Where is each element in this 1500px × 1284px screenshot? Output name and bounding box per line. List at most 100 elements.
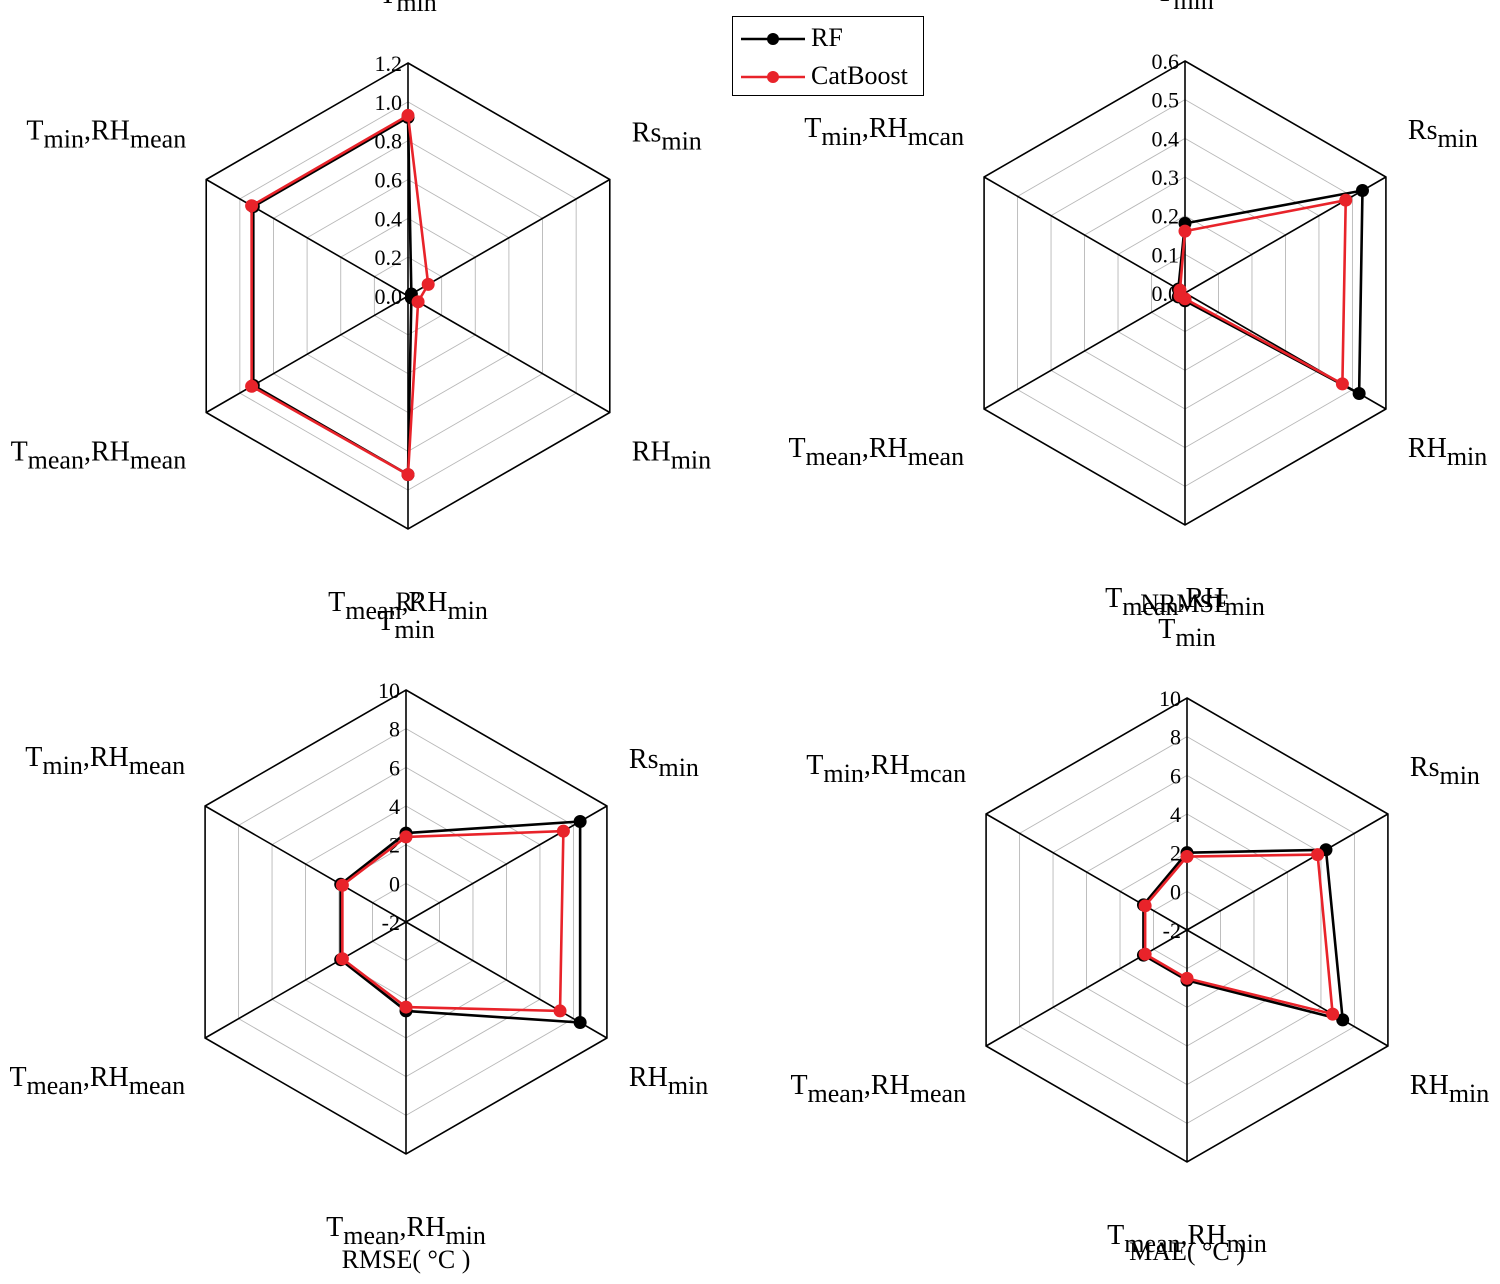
axis-spoke	[205, 178, 409, 297]
data-point-catboost	[421, 277, 435, 291]
data-point-catboost	[401, 468, 415, 482]
chart-title: MAE( °C )	[1129, 1237, 1245, 1266]
data-point-catboost	[1311, 848, 1325, 862]
data-point-rf	[1352, 387, 1366, 401]
data-point-rf	[573, 814, 587, 828]
tick-label: 0.3	[1152, 165, 1180, 190]
legend-marker-rf	[741, 33, 805, 45]
tick-label: 10	[1159, 686, 1181, 711]
tick-label: 0.5	[1152, 88, 1180, 113]
data-point-catboost	[1178, 224, 1192, 238]
axis-label-t-min: Tmin	[377, 606, 435, 644]
axis-label-t-mean-rh-mean: Tmean,RHmean	[788, 433, 964, 471]
radar-panel-2: 0.00.10.20.30.40.50.6TminRsminRHminTmean…	[788, 0, 1487, 621]
tick-label: 0.4	[375, 206, 403, 231]
axis-spoke	[1186, 813, 1389, 931]
axis-label-t-min-rh-mean: Tmin,RHmean	[26, 116, 186, 154]
axis-label-rh-min: RHmin	[629, 1062, 708, 1100]
series-line-rf	[339, 820, 582, 1024]
data-point-catboost	[411, 295, 425, 309]
legend-marker-catboost	[741, 71, 805, 83]
tick-label: 8	[389, 717, 400, 742]
series-line-rf	[1177, 188, 1364, 396]
legend-label-rf: RF	[811, 23, 843, 52]
tick-label: 10	[378, 678, 400, 703]
data-point-rf	[1355, 184, 1369, 198]
radar-panel-4: -20246810TminRsminRHminTmean,RHminTmean,…	[790, 614, 1489, 1266]
data-point-catboost	[1339, 193, 1353, 207]
axis-label-t-mean-rh-mean: Tmean,RHmean	[790, 1070, 966, 1108]
data-point-catboost	[1335, 377, 1349, 391]
axis-label-rs-min: Rsmin	[1408, 115, 1478, 153]
axis-label-rs-min: Rsmin	[1410, 752, 1480, 790]
tick-label: 4	[1170, 802, 1181, 827]
legend-item-rf: RF	[733, 21, 923, 55]
axis-spoke	[985, 929, 1188, 1047]
series-line-catboost	[1178, 198, 1348, 387]
axis-spoke	[405, 805, 608, 923]
axis-spoke	[1184, 176, 1387, 294]
data-point-catboost	[556, 824, 570, 838]
axis-spoke	[407, 295, 611, 414]
axis-label-t-mean-rh-mean: Tmean,RHmean	[9, 1062, 185, 1100]
tick-label: 1.0	[375, 90, 403, 115]
chart-title: R²	[395, 587, 420, 616]
axis-spoke	[983, 292, 1186, 410]
axis-spoke	[1186, 929, 1389, 1047]
data-point-catboost	[401, 108, 415, 122]
tick-label: 0.4	[1152, 126, 1180, 151]
radar-panel-1: 0.00.20.40.60.81.01.2TminRsminRHminTmean…	[11, 0, 712, 625]
data-point-rf	[573, 1016, 587, 1030]
chart-title: RMSE( °C )	[342, 1245, 471, 1274]
axis-spoke	[204, 805, 407, 923]
data-point-catboost	[1173, 283, 1187, 297]
axis-label-rh-min: RHmin	[1410, 1070, 1489, 1108]
axis-spoke	[405, 921, 608, 1039]
axis-label-t-mean-rh-min: Tmean,RHmin	[326, 1212, 486, 1250]
tick-label: 6	[1170, 763, 1181, 788]
chart-title: NRMSE	[1140, 589, 1230, 618]
axis-spoke	[407, 178, 611, 297]
data-point-catboost	[1180, 850, 1194, 864]
data-point-catboost	[1138, 947, 1152, 961]
axis-label-rs-min: Rsmin	[629, 744, 699, 782]
data-point-catboost	[399, 830, 413, 844]
data-point-catboost	[245, 199, 259, 213]
tick-label: 1.2	[375, 51, 403, 76]
axis-label-t-min: Tmin	[1156, 0, 1214, 15]
tick-label: 0.2	[1152, 204, 1180, 229]
axis-spoke	[983, 176, 1186, 294]
axis-label-t-min: Tmin	[1158, 614, 1216, 652]
axis-label-t-min-rh-mean: Tmin,RHmean	[25, 742, 185, 780]
axis-spoke	[985, 813, 1188, 931]
tick-label: -2	[382, 910, 400, 935]
axis-label-t-mean-rh-min: Tmean,RHmin	[328, 587, 488, 625]
data-point-catboost	[553, 1004, 567, 1018]
axis-label-t-min-rh-mcan: Tmin,RHmcan	[804, 113, 964, 151]
axis-label-rh-min: RHmin	[1408, 433, 1487, 471]
axis-label-t-mean-rh-min: Tmean,RHmin	[1105, 583, 1265, 621]
data-point-catboost	[335, 878, 349, 892]
data-point-catboost	[1180, 971, 1194, 985]
axis-label-rh-min: RHmin	[632, 437, 711, 475]
radar-panel-3: -20246810TminRsminRHminTmean,RHminTmean,…	[9, 606, 708, 1274]
legend: RF CatBoost	[732, 16, 924, 96]
data-point-catboost	[1326, 1007, 1340, 1021]
tick-label: 8	[1170, 725, 1181, 750]
tick-label: 0.6	[1152, 49, 1180, 74]
tick-label: 0.1	[1152, 242, 1180, 267]
tick-label: 0.6	[375, 168, 403, 193]
legend-label-catboost: CatBoost	[811, 61, 908, 90]
tick-label: 0	[389, 871, 400, 896]
data-point-catboost	[335, 952, 349, 966]
tick-label: 0.2	[375, 245, 403, 270]
tick-label: 0.0	[375, 284, 403, 309]
data-point-rf	[1336, 1013, 1350, 1027]
axis-label-rs-min: Rsmin	[632, 118, 702, 156]
axis-spoke	[204, 921, 407, 1039]
axis-label-t-mean-rh-min: Tmean,RHmin	[1107, 1220, 1267, 1258]
axis-label-t-min-rh-mcan: Tmin,RHmcan	[806, 750, 966, 788]
tick-label: 2	[1170, 841, 1181, 866]
